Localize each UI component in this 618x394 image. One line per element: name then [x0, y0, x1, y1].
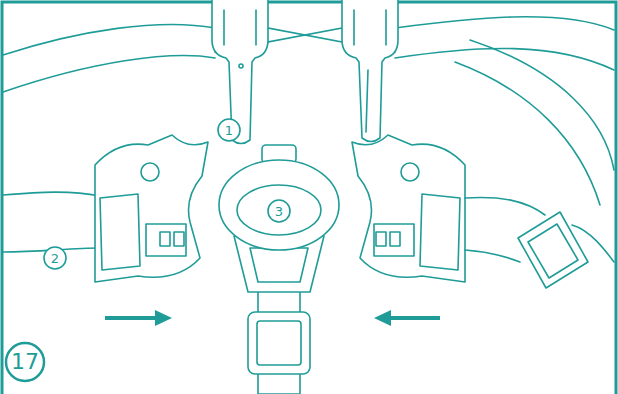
buckle-clip	[352, 135, 465, 282]
strap-edge	[572, 225, 614, 262]
clip-prong	[374, 224, 414, 256]
buckle-body	[219, 160, 339, 250]
clip-eye	[401, 163, 419, 181]
callout-circle	[44, 247, 66, 269]
tongue-detail	[224, 10, 256, 45]
strap-adjuster-window	[257, 321, 301, 365]
clip-slot	[160, 232, 170, 246]
buckle-window	[250, 248, 308, 282]
strap-edge	[395, 48, 614, 70]
buckle-tongue	[212, 0, 268, 144]
arrow-shaft	[388, 316, 440, 320]
strap-edge	[3, 192, 100, 196]
central-buckle	[219, 145, 339, 394]
clip-slot	[390, 232, 400, 246]
arrow-head	[374, 310, 391, 326]
clip-prong	[146, 224, 186, 256]
clip-panel	[420, 194, 460, 270]
strap-edge	[395, 17, 614, 30]
direction-arrow	[105, 310, 172, 326]
tongue-hole	[239, 64, 243, 68]
release-button	[237, 185, 321, 235]
right-strap	[465, 198, 614, 288]
strap-edge	[465, 198, 545, 215]
strap-edge	[455, 62, 600, 205]
strap-adjuster	[518, 212, 588, 288]
arrow-shaft	[105, 316, 158, 320]
callout-number: 2	[44, 252, 66, 265]
buckle-tongue	[342, 0, 398, 142]
callout-number: 3	[268, 205, 290, 218]
tongue-detail	[366, 70, 368, 132]
step-circle	[6, 343, 44, 381]
strap-adjuster-window	[528, 224, 578, 278]
tongue-plate	[212, 0, 268, 144]
clip-body	[95, 135, 208, 282]
strap-edge	[3, 56, 215, 92]
step-number: 17	[7, 351, 43, 373]
strap-edge	[465, 250, 520, 262]
arrow-head	[155, 310, 172, 326]
callout-circle	[218, 119, 240, 141]
clip-slot	[376, 232, 386, 246]
tongue-plate	[342, 0, 398, 142]
direction-arrow	[374, 310, 440, 326]
strap-adjuster	[248, 312, 310, 374]
strap-edge	[470, 40, 614, 170]
clip-body	[352, 135, 465, 282]
crotch-strap	[258, 285, 300, 394]
tongue-detail	[354, 10, 386, 45]
buckle-clip	[3, 135, 208, 282]
callout-circle	[268, 200, 290, 222]
callout-number: 1	[218, 124, 240, 137]
clip-slot	[174, 232, 184, 246]
clip-panel	[100, 194, 140, 270]
strap-edge	[3, 24, 215, 55]
clip-eye	[141, 163, 159, 181]
